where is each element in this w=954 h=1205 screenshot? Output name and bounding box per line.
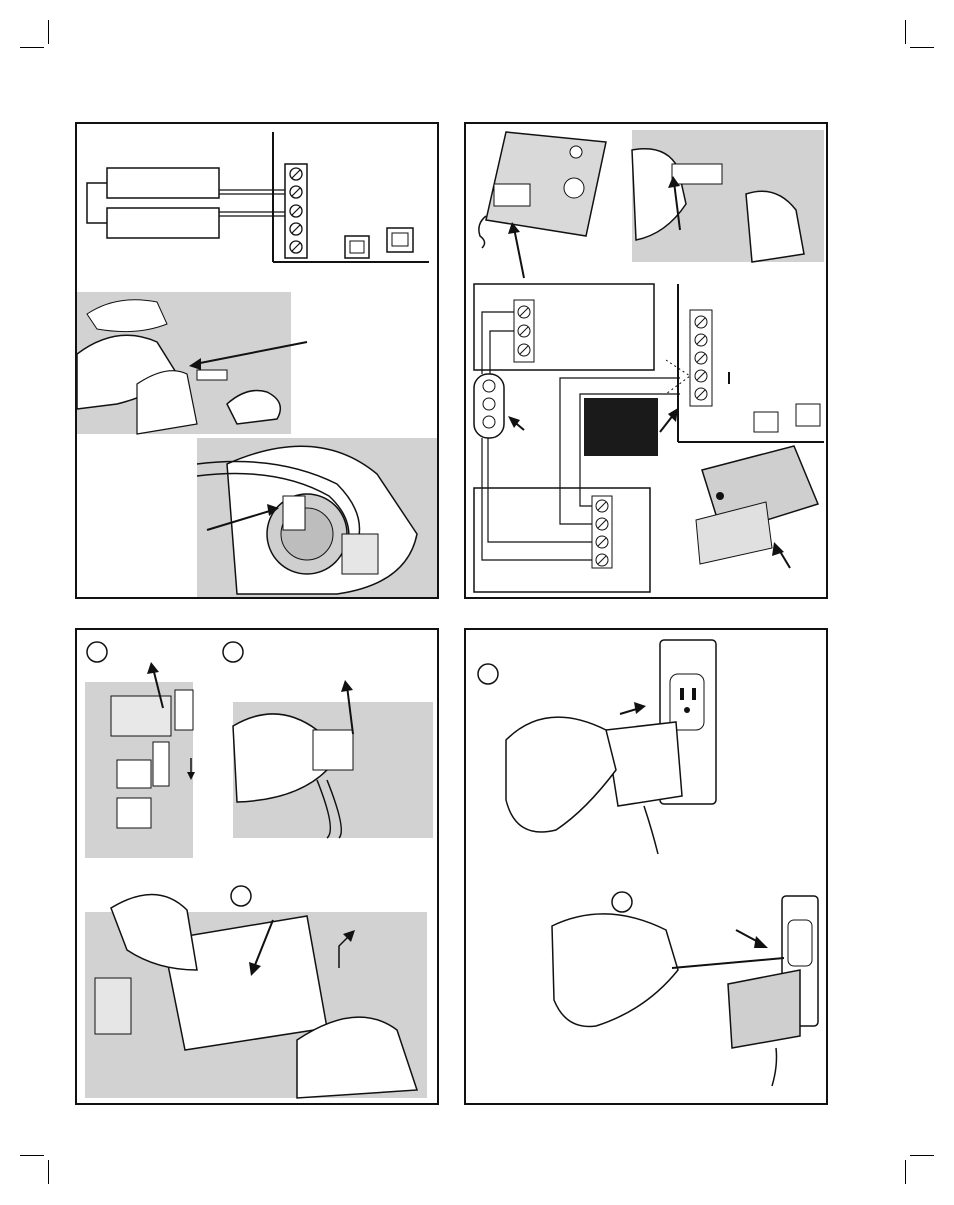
- panel-wiring-keypad: [75, 122, 439, 599]
- wiring-remote-illustration: [466, 124, 828, 599]
- crop-mark-bl-v: [48, 1160, 49, 1184]
- wiring-keypad-illustration: [77, 124, 439, 599]
- panel-wiring-remote: [464, 122, 828, 599]
- step-marker-1: [87, 642, 107, 662]
- step-marker-2: [612, 892, 632, 912]
- crop-mark-br-v: [905, 1160, 906, 1184]
- step-marker-3: [231, 886, 251, 906]
- crop-mark-tl-h: [20, 47, 44, 48]
- panel-battery-install: [75, 628, 439, 1105]
- step-marker-1: [478, 664, 498, 684]
- step-marker-2: [223, 642, 243, 662]
- crop-mark-bl-h: [20, 1155, 44, 1156]
- crop-mark-tr-h: [910, 47, 934, 48]
- crop-mark-tr-v: [905, 20, 906, 44]
- panel-transformer-plug: [464, 628, 828, 1105]
- transformer-plug-illustration: [466, 630, 828, 1105]
- crop-mark-br-h: [910, 1155, 934, 1156]
- battery-install-illustration: [77, 630, 439, 1105]
- crop-mark-tl-v: [48, 20, 49, 44]
